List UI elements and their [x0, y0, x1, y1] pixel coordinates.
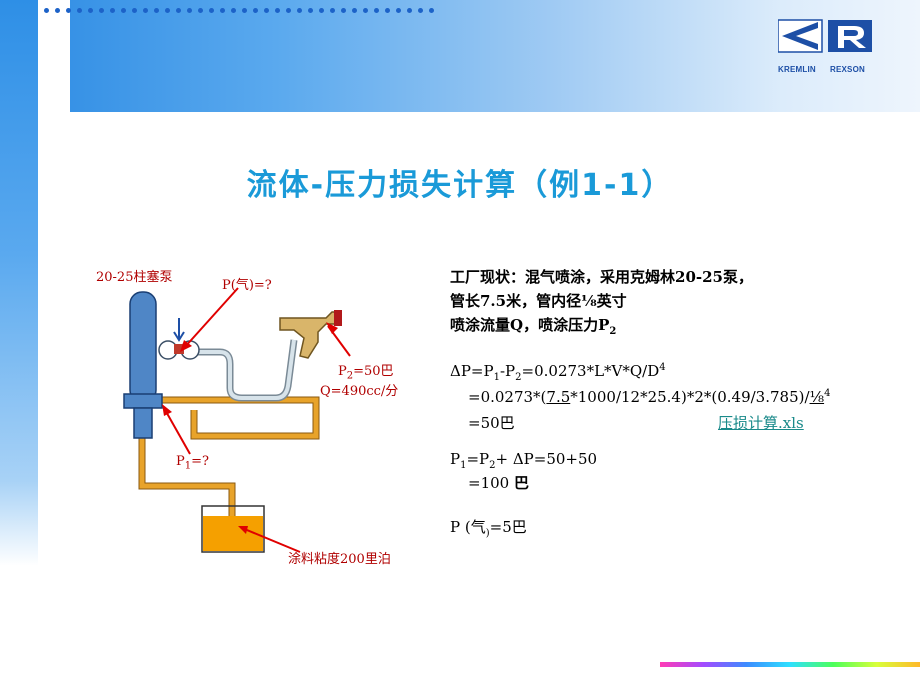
arrow-paint	[241, 527, 301, 553]
paint-viscosity-label: 涂料粘度200里泊	[288, 552, 391, 567]
pressure-loss-xls-link[interactable]: 压损计算.xls	[718, 414, 804, 432]
arrow-air-pressure	[183, 287, 239, 349]
pump-lower	[133, 407, 153, 439]
spray-gun-icon	[279, 311, 341, 359]
pump-motor	[129, 291, 157, 403]
paint-bucket	[201, 505, 265, 553]
suction-pipe	[139, 428, 235, 522]
spray-gun-nozzle	[334, 310, 342, 326]
arrow-p1	[163, 407, 191, 455]
pump-label: 20-25柱塞泵	[96, 270, 173, 285]
rainbow-footer-bar	[660, 662, 920, 667]
air-hose-outline	[198, 339, 298, 402]
formula-air-pressure: P (气)=5巴	[450, 518, 527, 539]
suction-pipe-outline	[138, 428, 236, 522]
air-inlet-arrow-icon	[173, 318, 185, 342]
slide-title: 流体-压力损失计算（例1-1）	[246, 168, 674, 203]
top-gradient-band	[0, 0, 920, 112]
kremlin-rexson-logo: KREMLIN REXSON	[777, 18, 874, 74]
pipe-to-gun-outline	[158, 396, 320, 440]
formula-p1-result: =100 巴	[468, 474, 529, 492]
formula-delta-p: ΔP=P1-P2=0.0273*L*V*Q/D4	[450, 362, 666, 383]
situation-line1: 工厂现状：混气喷涂，采用克姆林20-25泵，	[450, 268, 753, 286]
situation-line3: 喷涂流量Q，喷涂压力P2	[450, 316, 617, 337]
regulator-valve	[174, 344, 184, 354]
flow-label: Q=490cc/分	[320, 384, 399, 399]
p2-label: P2=50巴	[338, 364, 394, 382]
logo-text-left: KREMLIN	[778, 65, 816, 74]
formula-p1: P1=P2+ ΔP=50+50	[450, 450, 598, 471]
logo-mark-icon	[777, 19, 872, 53]
logo-text-right: REXSON	[830, 65, 865, 74]
left-white-gap	[38, 0, 70, 566]
pump-system-diagram	[123, 287, 351, 553]
situation-line2: 管长7.5米，管内径⅛英寸	[450, 292, 627, 310]
pump-flange	[123, 393, 163, 409]
pipe-to-gun	[158, 397, 319, 439]
formula-substitution: =0.0273*(7.5*1000/12*25.4)*2*(0.49/3.785…	[468, 388, 831, 406]
p1-label: P1=?	[176, 454, 209, 472]
formula-result: =50巴	[468, 414, 515, 432]
air-hose	[198, 339, 296, 400]
air-pressure-label: P(气)=?	[222, 278, 272, 293]
decorative-dots	[44, 8, 434, 13]
